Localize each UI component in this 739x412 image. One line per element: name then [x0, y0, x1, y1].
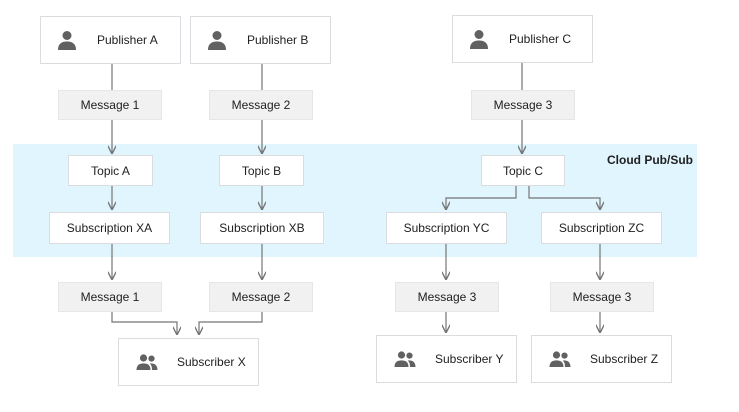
person-icon [55, 28, 79, 52]
message-label: Message 3 [572, 290, 632, 304]
subscriber-x: Subscriber X [118, 338, 259, 386]
publisher-label: Publisher A [97, 33, 158, 47]
message-label: Message 1 [80, 98, 140, 112]
message-label: Message 1 [80, 290, 140, 304]
subscription-label: Subscription ZC [558, 221, 645, 235]
message-label: Message 3 [493, 98, 553, 112]
subscription-label: Subscription YC [403, 221, 490, 235]
topic-label: Topic A [91, 163, 130, 178]
message-box: Message 1 [58, 90, 162, 120]
subscriber-label: Subscriber X [177, 355, 246, 369]
message-label: Message 2 [231, 290, 291, 304]
message-label: Message 2 [231, 98, 291, 112]
group-icon [548, 347, 572, 371]
publisher-c: Publisher C [452, 15, 593, 63]
edge-message-subscriber-x-right [199, 312, 263, 334]
person-icon [467, 27, 491, 51]
message-box: Message 1 [58, 282, 162, 312]
message-box: Message 2 [209, 90, 313, 120]
topic-a: Topic A [68, 155, 153, 186]
topic-b: Topic B [219, 155, 304, 186]
publisher-a: Publisher A [40, 16, 181, 64]
topic-label: Topic C [502, 163, 543, 178]
subscriber-y: Subscriber Y [376, 335, 517, 383]
subscriber-label: Subscriber Y [435, 352, 504, 366]
subscriber-label: Subscriber Z [590, 352, 659, 366]
person-icon [205, 28, 229, 52]
subscription-zc: Subscription ZC [541, 212, 662, 244]
subscription-xa: Subscription XA [49, 212, 170, 244]
message-label: Message 3 [417, 290, 477, 304]
group-icon [135, 350, 159, 374]
publisher-label: Publisher B [247, 33, 309, 47]
subscription-label: Subscription XB [219, 221, 305, 235]
message-box: Message 3 [550, 282, 654, 312]
message-box: Message 2 [209, 282, 313, 312]
topic-label: Topic B [241, 163, 282, 178]
message-box: Message 3 [395, 282, 499, 312]
publisher-b: Publisher B [190, 16, 331, 64]
message-box: Message 3 [471, 90, 575, 120]
group-icon [393, 347, 417, 371]
publisher-label: Publisher C [509, 32, 572, 46]
topic-c: Topic C [481, 155, 565, 186]
subscription-xb: Subscription XB [200, 212, 324, 244]
subscription-yc: Subscription YC [386, 212, 507, 244]
subscriber-z: Subscriber Z [531, 335, 672, 383]
edge-message-subscriber-x-left [111, 312, 177, 334]
subscription-label: Subscription XA [66, 221, 153, 235]
cloud-pubsub-label: Cloud Pub/Sub [607, 153, 693, 167]
